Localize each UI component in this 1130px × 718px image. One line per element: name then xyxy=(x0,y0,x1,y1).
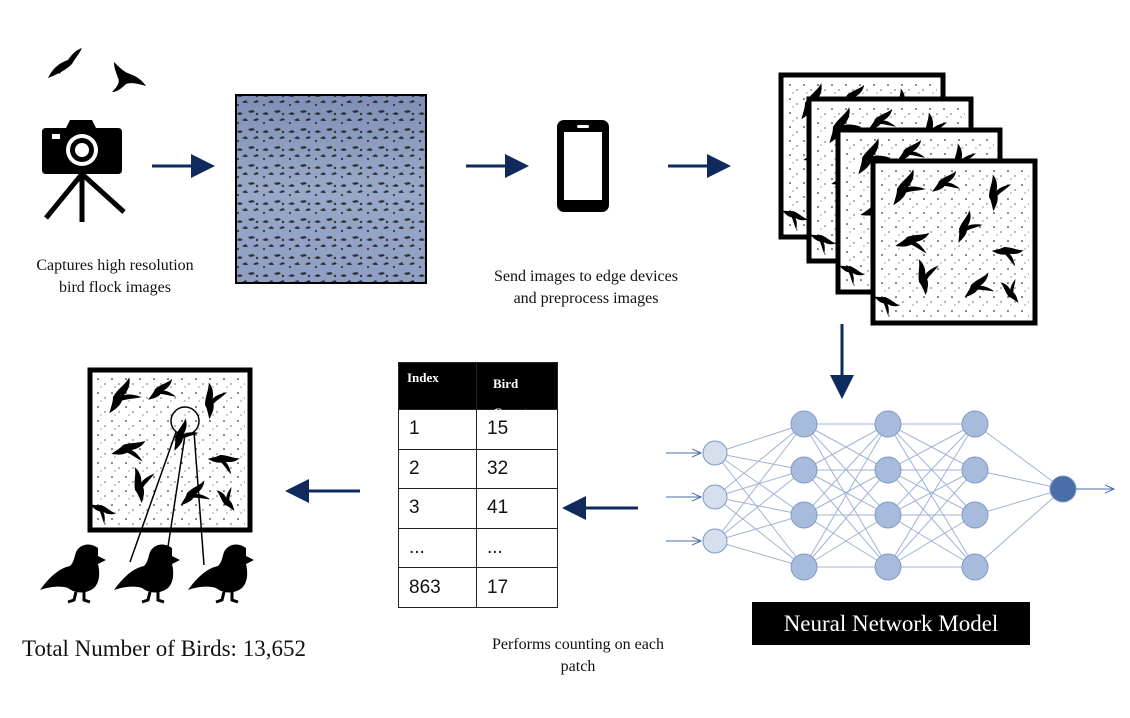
table-row: ... ... xyxy=(399,527,557,568)
hidden-node xyxy=(961,553,989,581)
result-patch xyxy=(87,367,253,566)
table-header-index: Index xyxy=(399,363,477,409)
phone-icon xyxy=(557,120,609,212)
table-cell-index: 1 xyxy=(399,410,477,449)
model-label: Neural Network Model xyxy=(752,602,1030,645)
network-edge xyxy=(714,452,805,471)
table-row: 1 15 xyxy=(399,409,557,449)
network-edge xyxy=(887,423,976,516)
table-header-count-line: Counts xyxy=(493,405,533,420)
network-edge xyxy=(803,469,889,568)
network-edge xyxy=(714,423,805,454)
count-caption-line: Performs counting on each xyxy=(492,636,664,653)
neural-network xyxy=(666,410,1114,581)
network-edge xyxy=(887,423,976,471)
input-node xyxy=(702,440,728,466)
network-edge xyxy=(714,469,805,542)
bird-icon xyxy=(48,48,82,78)
hidden-node xyxy=(874,456,902,484)
network-edge xyxy=(714,496,805,568)
network-edge xyxy=(974,488,1064,568)
send-caption: Send images to edge devices and preproce… xyxy=(468,266,704,310)
hidden-node xyxy=(961,410,989,438)
network-edge xyxy=(803,514,889,568)
network-edge xyxy=(974,423,1064,490)
table-row: 863 17 xyxy=(399,567,557,607)
table-cell-index: ... xyxy=(399,528,477,568)
hidden-node xyxy=(790,501,818,529)
count-caption: Performs counting on each patch xyxy=(460,634,696,678)
send-caption-line: and preprocess images xyxy=(513,290,659,307)
hidden-node xyxy=(874,410,902,438)
patch-stack xyxy=(778,72,1038,326)
input-node xyxy=(702,484,728,510)
flock-photo xyxy=(235,94,427,284)
hidden-node xyxy=(874,501,902,529)
hidden-node xyxy=(790,456,818,484)
network-edge xyxy=(714,423,805,542)
table-row: 2 32 xyxy=(399,448,557,489)
hidden-node xyxy=(790,410,818,438)
table-cell-count: 17 xyxy=(487,576,509,598)
network-edge xyxy=(887,469,976,516)
table-cell-count: ... xyxy=(487,537,503,559)
camera-icon xyxy=(42,120,126,222)
network-edge xyxy=(714,423,805,498)
table-cell-index: 3 xyxy=(399,489,477,528)
network-edge xyxy=(803,423,889,516)
table-cell-index: 863 xyxy=(399,568,477,607)
bird-icon xyxy=(112,62,146,92)
network-edge xyxy=(714,540,805,568)
table-row: 3 41 xyxy=(399,488,557,528)
network-edge xyxy=(974,469,1064,490)
input-node xyxy=(702,528,728,554)
network-edge xyxy=(803,423,889,568)
bird-silhouette-icon xyxy=(38,543,256,604)
hidden-node xyxy=(790,553,818,581)
table-cell-index: 2 xyxy=(399,449,477,489)
network-edge xyxy=(714,514,805,542)
network-edge xyxy=(714,452,805,568)
hidden-node xyxy=(874,553,902,581)
output-node xyxy=(1049,475,1077,503)
count-caption-line: patch xyxy=(560,658,596,675)
table-cell-count: 15 xyxy=(487,418,509,440)
table-header: Index Bird Counts xyxy=(399,363,557,420)
table-header-count-line: Bird xyxy=(493,376,519,391)
capture-caption-line: bird flock images xyxy=(59,279,171,296)
network-edge xyxy=(887,469,976,568)
network-edge xyxy=(803,469,889,516)
total-birds-text: Total Number of Birds: 13,652 xyxy=(22,636,306,661)
network-edge xyxy=(887,423,976,568)
network-edge xyxy=(803,423,889,471)
table-cell-count: 41 xyxy=(487,497,509,519)
network-edge xyxy=(887,514,976,568)
send-caption-line: Send images to edge devices xyxy=(494,268,678,285)
hidden-node xyxy=(961,456,989,484)
table-cell-count: 32 xyxy=(487,457,509,479)
hidden-node xyxy=(961,501,989,529)
network-edge xyxy=(974,488,1064,516)
capture-caption-line: Captures high resolution xyxy=(36,257,194,274)
bird-count-table: Index Bird Counts 1 15 2 32 3 41 ... ...… xyxy=(398,362,558,608)
network-edge xyxy=(714,469,805,498)
capture-caption: Captures high resolution bird flock imag… xyxy=(10,255,220,299)
table-header-count: Bird Counts xyxy=(477,363,549,420)
